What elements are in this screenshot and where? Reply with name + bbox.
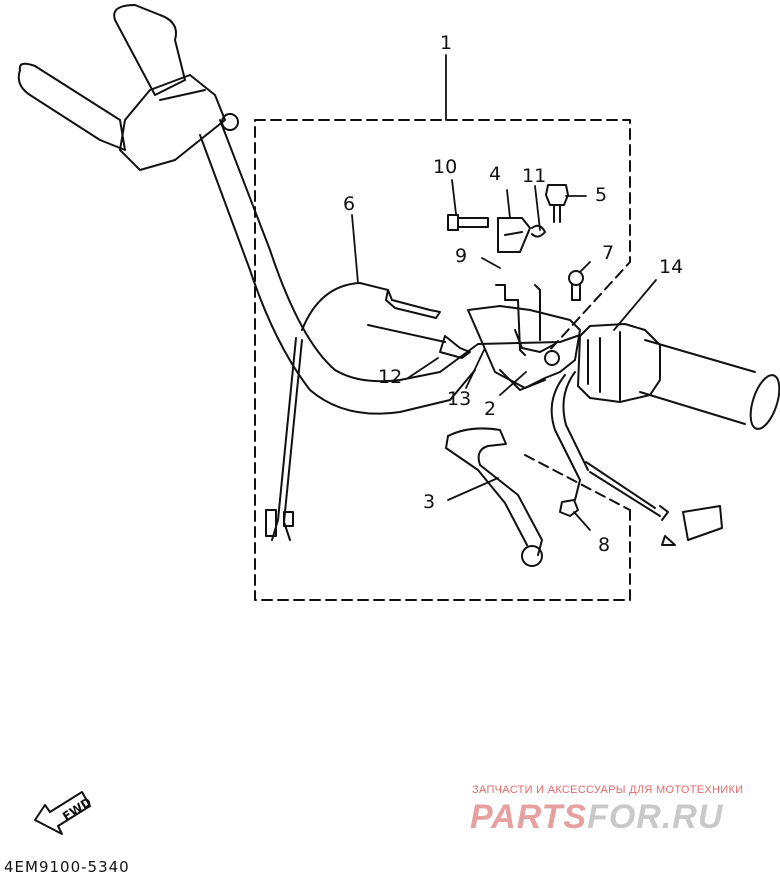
callout-7: 7 bbox=[602, 242, 615, 264]
grip-14 bbox=[577, 323, 780, 430]
callout-14: 14 bbox=[659, 256, 684, 278]
callout-10: 10 bbox=[433, 156, 458, 178]
switch-12 bbox=[367, 324, 471, 359]
screw-7 bbox=[568, 270, 584, 301]
assembly-boundary bbox=[254, 119, 631, 601]
leader-lines bbox=[351, 54, 657, 531]
switch-cable bbox=[550, 371, 723, 546]
callout-6: 6 bbox=[343, 193, 356, 215]
callout-13: 13 bbox=[447, 388, 472, 410]
watermark-tagline: ЗАПЧАСТИ И АКСЕССУАРЫ ДЛЯ МОТОТЕХНИКИ bbox=[472, 784, 744, 796]
cable-6 bbox=[265, 282, 441, 541]
bolt-10 bbox=[447, 214, 489, 231]
drawing-code: 4EM9100-5340 bbox=[4, 858, 130, 876]
lever-3 bbox=[445, 427, 543, 567]
callout-8: 8 bbox=[598, 534, 611, 556]
bolt-5 bbox=[545, 184, 569, 223]
callout-9: 9 bbox=[455, 245, 468, 267]
watermark-brand-part1: PARTS bbox=[470, 798, 588, 836]
callout-3: 3 bbox=[423, 491, 436, 513]
watermark-brand: PARTSFOR.RU bbox=[470, 798, 723, 837]
clamp-4 bbox=[495, 217, 541, 356]
callout-12: 12 bbox=[378, 366, 403, 388]
clip-11 bbox=[531, 224, 546, 238]
callout-5: 5 bbox=[595, 184, 608, 206]
watermark-brand-part2: FOR.RU bbox=[587, 798, 724, 836]
callout-11: 11 bbox=[522, 165, 547, 187]
callout-4: 4 bbox=[489, 163, 502, 185]
fwd-arrow bbox=[34, 791, 91, 835]
callout-2: 2 bbox=[484, 398, 497, 420]
lever-holder-2 bbox=[467, 305, 581, 391]
callout-1: 1 bbox=[440, 32, 453, 54]
left-grip-assembly bbox=[17, 4, 239, 171]
